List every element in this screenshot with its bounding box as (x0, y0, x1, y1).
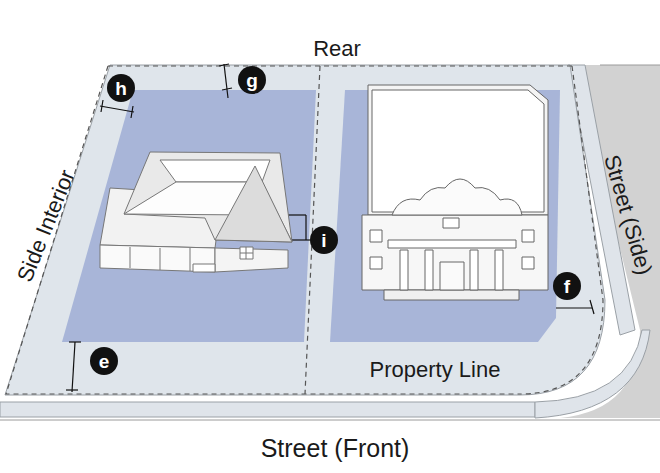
callout-letter: e (90, 347, 118, 375)
street-label: Street (Front) (261, 436, 410, 461)
callout-letter: h (107, 74, 135, 102)
callout-letter: f (553, 272, 581, 300)
callout-letter: g (238, 66, 266, 94)
boundary-label: Rear (313, 38, 361, 60)
boundary-label: Property Line (370, 359, 501, 381)
callout-letter: i (310, 226, 338, 254)
